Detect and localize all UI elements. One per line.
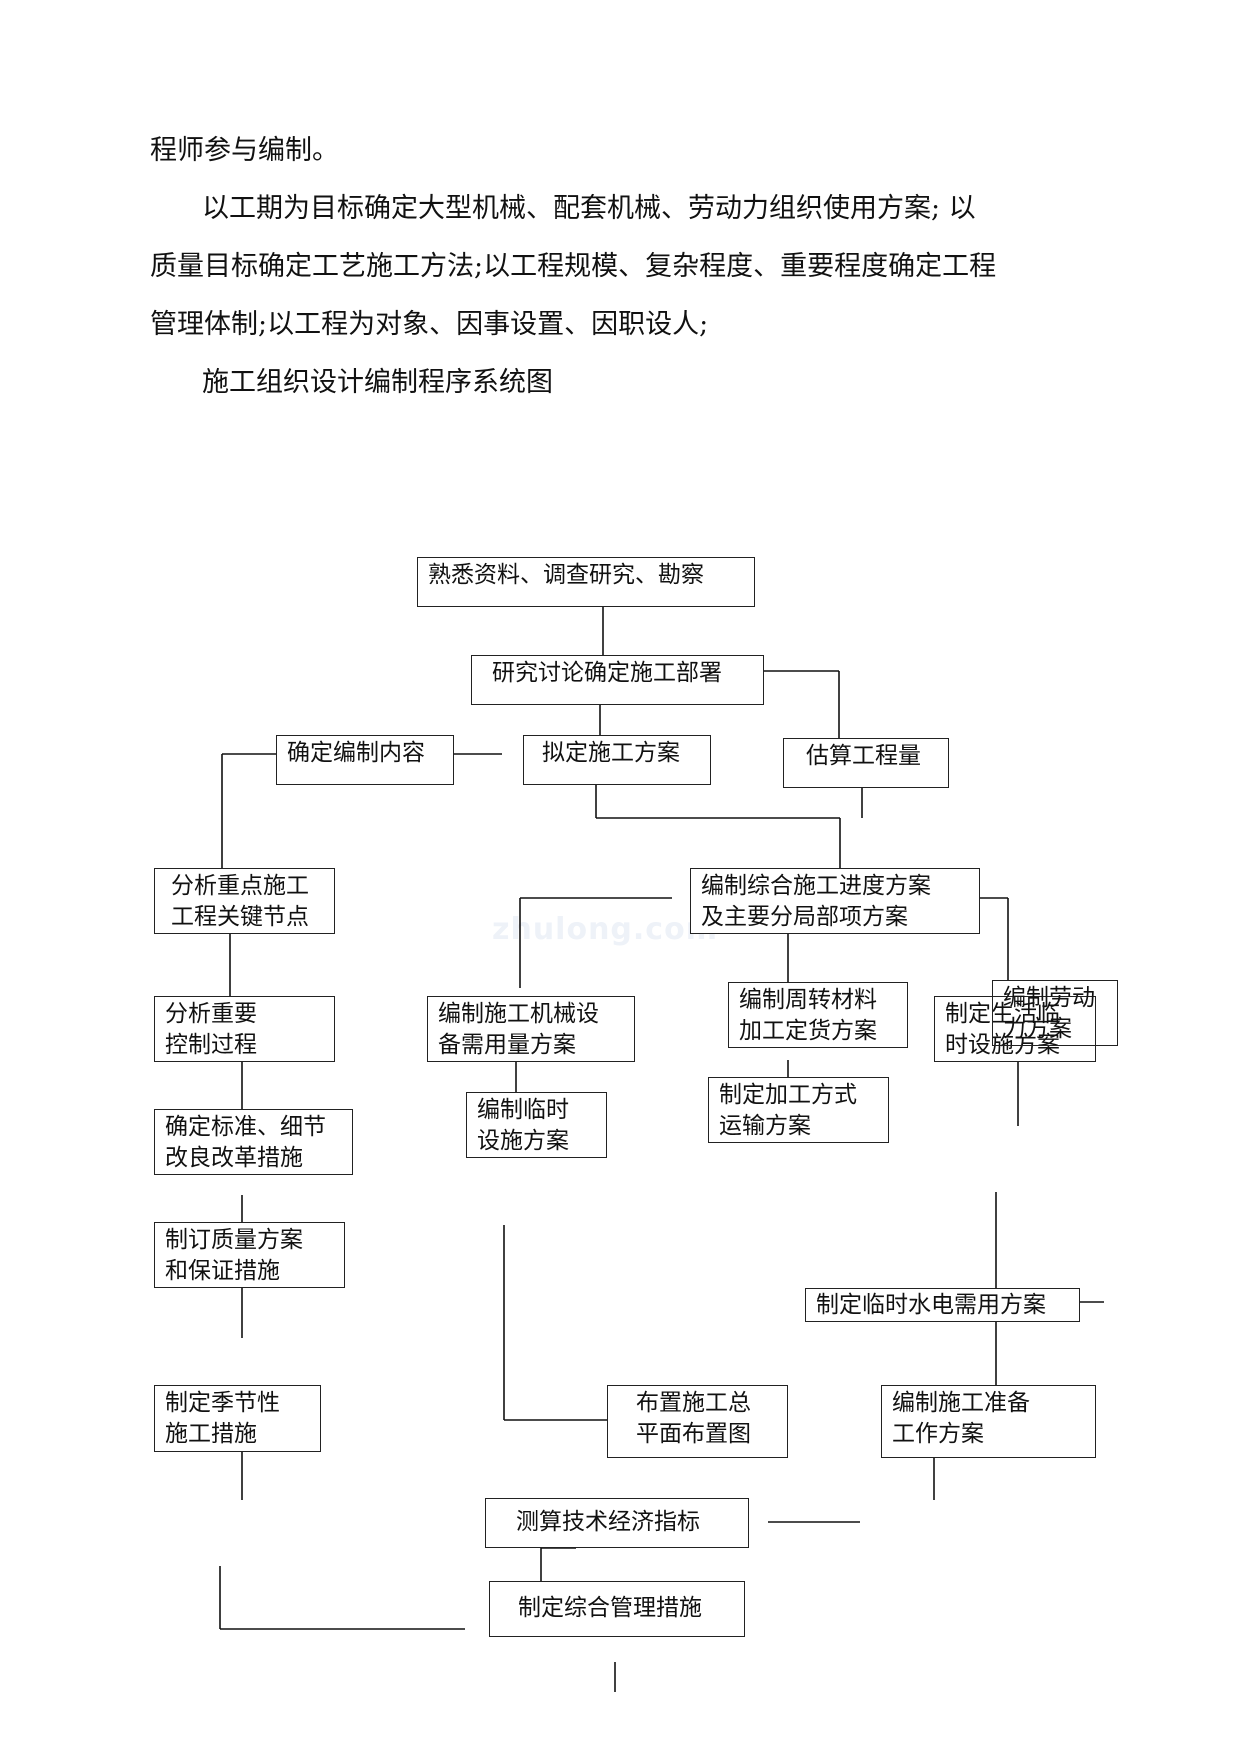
node-standards: 确定标准、细节改良改革措施 [154,1109,353,1175]
node-familiarize-survey: 熟悉资料、调查研究、勘察 [417,557,755,607]
node-preparation: 编制施工准备工作方案 [881,1385,1096,1458]
paragraph-line-3: 管理体制;以工程为对象、因事设置、因职设人; [150,309,709,340]
node-quality: 制订质量方案和保证措施 [154,1222,345,1288]
paragraph-continuation: 程师参与编制。 [150,135,339,166]
node-key-analysis: 分析重点施工工程关键节点 [154,868,335,934]
node-construction-plan: 拟定施工方案 [523,735,711,785]
node-machinery: 编制施工机械设备需用量方案 [427,996,635,1062]
node-water-power: 制定临时水电需用方案 [805,1288,1080,1322]
node-deployment: 研究讨论确定施工部署 [471,655,764,705]
node-content: 确定编制内容 [276,735,454,785]
node-seasonal: 制定季节性施工措施 [154,1385,321,1452]
paragraph-line-2: 质量目标确定工艺施工方法;以工程规模、复杂程度、重要程度确定工程 [150,251,997,282]
node-temporary-facilities: 编制临时设施方案 [466,1092,607,1158]
paragraph-line-1: 以工期为目标确定大型机械、配套机械、劳动力组织使用方案; 以 [202,193,976,224]
node-economic-indicators: 测算技术经济指标 [485,1498,749,1548]
node-temporary-living: 制定生活临时设施方案 [934,996,1096,1062]
node-labor: 编制劳动力方案 [992,980,1118,1046]
node-materials: 编制周转材料加工定货方案 [728,982,908,1048]
node-control-process: 分析重要控制过程 [154,996,335,1062]
diagram-caption: 施工组织设计编制程序系统图 [202,367,553,398]
watermark: zhulong.com [492,912,718,947]
node-management-measures: 制定综合管理措施 [489,1581,745,1637]
node-transport: 制定加工方式运输方案 [708,1077,889,1143]
node-schedule-plan: 编制综合施工进度方案及主要分局部项方案 [690,868,980,934]
node-estimate-quantity: 估算工程量 [783,738,949,788]
node-site-layout: 布置施工总平面布置图 [607,1385,788,1458]
